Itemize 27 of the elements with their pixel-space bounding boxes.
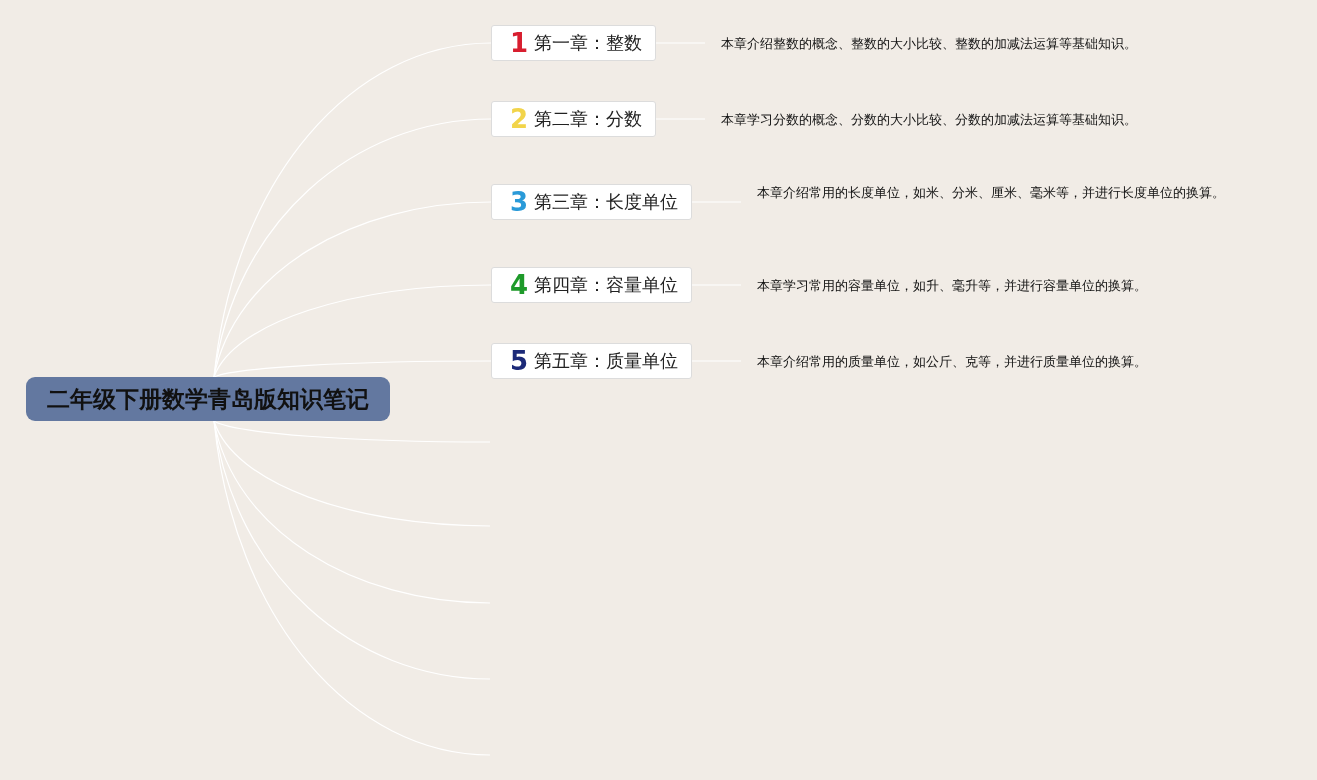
chapter-title: 第四章：容量单位 [534,273,679,297]
chapter-number: 4 [510,272,529,298]
chapter-title: 第三章：长度单位 [534,190,679,214]
chapter-title: 第五章：质量单位 [534,349,679,373]
connector-line [213,360,492,378]
chapter-box [491,184,692,220]
chapter-box [491,101,656,137]
chapter-box [491,267,692,303]
chapter-number: 1 [510,30,529,56]
connector-line [213,420,491,756]
description-text: 本章介绍整数的概念、整数的大小比较、整数的加减法运算等基础知识。 [721,34,1191,54]
chapter-title: 第二章：分数 [534,107,643,131]
description-text: 本章学习分数的概念、分数的大小比较、分数的加减法运算等基础知识。 [721,110,1191,130]
chapter-box [491,25,656,61]
description-text: 本章介绍常用的质量单位，如公斤、克等，并进行质量单位的换算。 [757,352,1227,372]
description-text: 本章介绍常用的长度单位，如米、分米、厘米、毫米等，并进行长度单位的换算。 [757,183,1247,223]
connector-line [213,42,492,378]
chapter-box [491,343,692,379]
central-topic-box: 二年级下册数学青岛版知识笔记 [26,377,390,421]
chapter-number: 2 [510,106,529,132]
connector-line [213,420,491,527]
chapter-title: 第一章：整数 [534,31,643,55]
connector-line [213,284,492,378]
description-text: 本章学习常用的容量单位，如升、毫升等，并进行容量单位的换算。 [757,276,1227,296]
chapter-number: 5 [510,348,529,374]
connector-line [213,420,491,443]
chapter-number: 3 [510,189,529,215]
